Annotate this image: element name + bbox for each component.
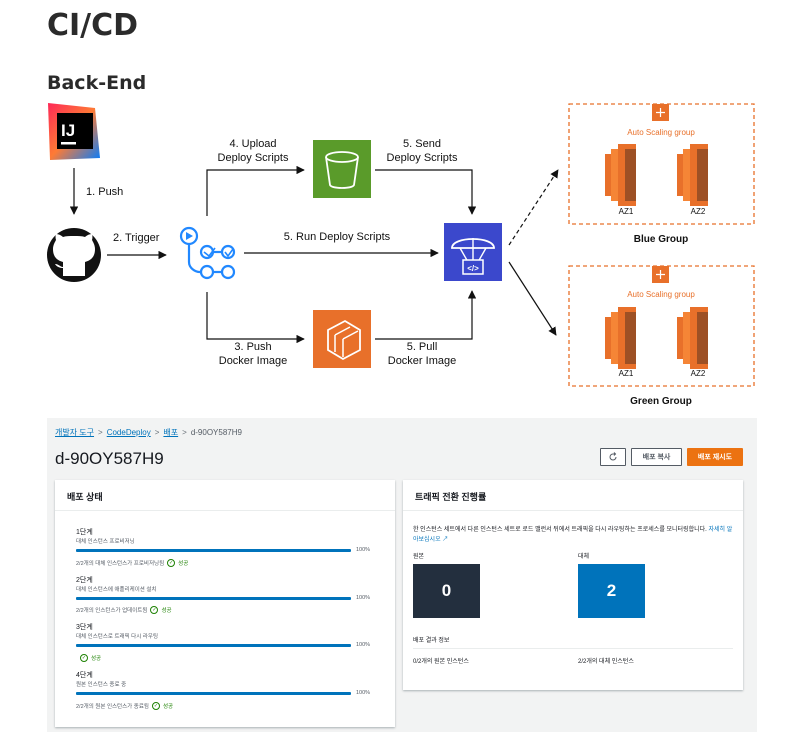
upload-arrow [206, 165, 305, 216]
replacement-label: 대체 [578, 554, 590, 560]
asg-label-blue: Auto Scaling group [627, 128, 695, 137]
replacement-result: 2/2개의 대체 인스턴스 [578, 659, 634, 665]
step-desc: 대체 인스턴스 프로비저닝 [76, 539, 135, 545]
deploy-green-arrow [508, 261, 557, 336]
green-group: Auto Scaling group AZ1 AZ2 Green Group [568, 265, 755, 407]
svg-text:</>: </> [467, 264, 479, 273]
az-label: AZ2 [691, 369, 706, 378]
group-name-blue: Blue Group [634, 234, 688, 245]
success-check-icon: ✓ [150, 606, 159, 614]
learn-more-link[interactable]: 자세히 알아보십시오 [413, 527, 733, 543]
step-title: 2단계 [76, 577, 93, 584]
github-actions-icon [179, 226, 236, 280]
success-check-icon: ✓ [80, 654, 88, 662]
success-check-icon: ✓ [151, 702, 160, 710]
step-status: 2/2개의 대체 인스턴스가 프로비저닝됨✓성공 [76, 559, 189, 567]
step-desc: 원본 인스턴스 종료 중 [76, 682, 127, 688]
step-progress-bar [76, 692, 351, 695]
page-title: CI/CD [47, 8, 139, 43]
edge-label-docker-push-2: Docker Image [219, 355, 287, 367]
blue-group: Auto Scaling group AZ1 AZ2 Blue Group [568, 103, 755, 245]
original-count: 0 [413, 564, 480, 618]
retry-deployment-button[interactable]: 배포 재시도 [687, 448, 743, 466]
original-result: 0/2개의 원본 인스턴스 [413, 659, 469, 665]
refresh-icon [609, 452, 617, 461]
step-progress-label: 100% [356, 595, 371, 601]
auto-scaling-icon [652, 104, 669, 121]
intellij-logo-text: IJ [61, 121, 75, 140]
codedeploy-console: 개발자 도구>CodeDeploy>배포>d-90OY587H9 d-90OY5… [47, 418, 757, 732]
original-label: 원본 [413, 554, 425, 560]
s3-bucket-icon [313, 140, 371, 198]
edge-label-send-2: Deploy Scripts [387, 152, 458, 164]
breadcrumb-developer-tools[interactable]: 개발자 도구 [55, 428, 95, 437]
edge-label-run: 5. Run Deploy Scripts [284, 231, 391, 243]
step-progress-label: 100% [356, 547, 371, 553]
step-desc: 대체 인스턴스에 애플리케이션 설치 [76, 587, 157, 593]
breadcrumb-current: d-90OY587H9 [190, 428, 242, 437]
copy-deployment-button[interactable]: 배포 복사 [631, 448, 682, 466]
edge-label-pull-2: Docker Image [388, 355, 456, 367]
intellij-icon: IJ [48, 103, 100, 160]
breadcrumb-deployments[interactable]: 배포 [163, 428, 179, 437]
az-label: AZ2 [691, 207, 706, 216]
ec2-icon [677, 144, 708, 206]
edge-label-trigger: 2. Trigger [113, 232, 160, 244]
edge-label-pull-1: 5. Pull [407, 341, 438, 353]
group-name-green: Green Group [630, 396, 692, 407]
github-icon [47, 228, 101, 282]
status-panel-title: 배포 상태 [67, 492, 103, 502]
step-status: 2/2개의 원본 인스턴스가 종료됨✓성공 [76, 702, 174, 710]
deployment-status-panel: 배포 상태 1단계 대체 인스턴스 프로비저닝 100% 2/2개의 대체 인스… [55, 480, 395, 727]
send-arrow [375, 169, 477, 215]
step-status: 2/2개의 인스턴스가 업데이트됨✓성공 [76, 606, 172, 614]
edge-label-send-1: 5. Send [403, 138, 441, 150]
edge-label-docker-push-1: 3. Push [234, 341, 271, 353]
step-progress-label: 100% [356, 690, 371, 696]
refresh-button[interactable] [600, 448, 626, 466]
az-label: AZ1 [619, 369, 634, 378]
traffic-panel-title: 트래픽 전환 진행률 [415, 492, 487, 502]
section-title: Back-End [47, 72, 147, 94]
ec2-icon [605, 144, 636, 206]
asg-label-green: Auto Scaling group [627, 290, 695, 299]
breadcrumb: 개발자 도구>CodeDeploy>배포>d-90OY587H9 [55, 428, 242, 437]
success-check-icon: ✓ [167, 559, 176, 567]
step-desc: 대체 인스턴스로 트래픽 다시 라우팅 [76, 634, 159, 640]
step-progress-label: 100% [356, 642, 371, 648]
edge-label-upload-2: Deploy Scripts [218, 152, 289, 164]
result-info-title: 배포 결과 정보 [413, 638, 450, 644]
breadcrumb-codedeploy[interactable]: CodeDeploy [106, 428, 151, 437]
az-label: AZ1 [619, 207, 634, 216]
docker-push-arrow [206, 292, 305, 344]
deployment-title: d-90OY587H9 [55, 449, 164, 468]
step-progress-bar [76, 644, 351, 647]
step-title: 3단계 [76, 624, 93, 631]
step-status: ✓성공 [80, 654, 102, 662]
ec2-icon [605, 307, 636, 369]
pull-arrow [375, 290, 477, 340]
traffic-description: 한 인스턴스 세트에서 다른 인스턴스 세트로 로드 밸런서 뒤에서 트래픽을 … [413, 527, 733, 543]
ecr-icon [313, 310, 371, 368]
edge-label-push: 1. Push [86, 186, 123, 198]
edge-label-upload-1: 4. Upload [229, 138, 276, 150]
step-progress-bar [76, 597, 351, 600]
step-title: 1단계 [76, 529, 93, 536]
deploy-blue-arrow [508, 169, 559, 246]
traffic-shift-panel: 트래픽 전환 진행률 한 인스턴스 세트에서 다른 인스턴스 세트로 로드 밸런… [403, 480, 743, 690]
architecture-diagram: IJ 1. Push 2. Trigger 4. Upload Deploy S… [47, 103, 755, 407]
replacement-count: 2 [578, 564, 645, 618]
step-title: 4단계 [76, 672, 93, 679]
step-progress-bar [76, 549, 351, 552]
auto-scaling-icon [652, 266, 669, 283]
external-link-icon: ↗ [440, 537, 449, 543]
codedeploy-icon: </> [444, 223, 502, 281]
ec2-icon [677, 307, 708, 369]
